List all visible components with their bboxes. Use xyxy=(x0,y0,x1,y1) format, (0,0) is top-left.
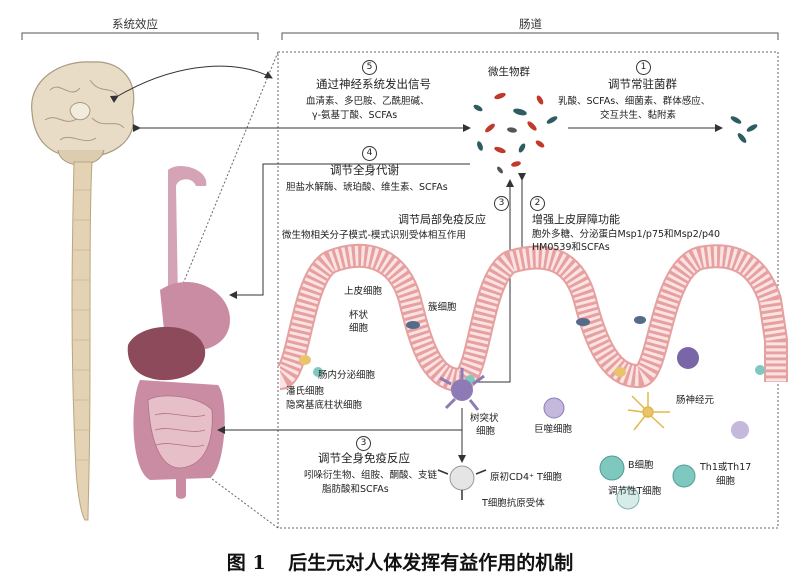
microbiota-label: 微生物群 xyxy=(488,66,530,78)
metabolism-line1: 胆盐水解酶、琥珀酸、维生素、SCFAs xyxy=(286,182,448,193)
metabolism-title: 调节全身代谢 xyxy=(330,163,399,177)
spinal-cord xyxy=(71,161,93,521)
tcr-label: T细胞抗原受体 xyxy=(482,498,545,509)
intestinal-epithelium xyxy=(274,243,788,392)
digestive-tract xyxy=(127,165,230,499)
enteric-neuron xyxy=(627,392,670,431)
barrier-line1: 胞外多糖、分泌蛋白Msp1/p75和Msp2/p40 xyxy=(532,229,721,240)
badge-3-local: 3 xyxy=(494,196,509,211)
barrier-title: 增强上皮屏障功能 xyxy=(532,213,620,226)
barrier-line2: HM0539和SCFAs xyxy=(532,242,610,253)
naive-t-cell xyxy=(437,465,487,500)
macrophage xyxy=(543,397,565,419)
gut-header: 肠道 xyxy=(519,17,542,31)
badge-5: 5 xyxy=(362,60,377,75)
badge-4: 4 xyxy=(362,146,377,161)
resident-flora-line1: 乳酸、SCFAs、细菌素、群体感应、 xyxy=(558,96,711,107)
dendritic-cell xyxy=(439,368,485,411)
dendritic-cell-label-2: 细胞 xyxy=(476,426,496,437)
badge-3-systemic: 3 xyxy=(356,436,371,451)
local-immunity-line1: 微生物相关分子模式-模式识别受体相互作用 xyxy=(282,230,466,241)
brackets xyxy=(21,32,779,40)
enteroendocrine-label: 肠内分泌细胞 xyxy=(318,370,376,381)
th-cell-label-1: Th1或Th17 xyxy=(700,462,752,473)
treg-label: 调节性T细胞 xyxy=(608,486,662,497)
systemic-effect-header: 系统效应 xyxy=(112,17,158,31)
figure-title: 后生元对人体发挥有益作用的机制 xyxy=(288,552,574,574)
epithelial-cell-label: 上皮细胞 xyxy=(344,286,383,297)
crypt-base-label: 隐窝基底柱状细胞 xyxy=(286,400,363,411)
microbiota-cluster xyxy=(473,92,558,174)
th-cell xyxy=(672,464,696,488)
figure-label: 图 1 xyxy=(226,552,266,574)
brain-illustration xyxy=(31,61,135,166)
neural-signal-line2: γ-氨基丁酸、SCFAs xyxy=(312,110,398,121)
th-cell-label-2: 细胞 xyxy=(716,476,736,487)
goblet-cell-label-1: 杯状 xyxy=(349,310,369,321)
systemic-immunity-title: 调节全身免疫反应 xyxy=(318,451,410,465)
mechanism-illustration xyxy=(31,51,788,529)
systemic-immunity-line1: 吲哚衍生物、组胺、酮酸、支链 xyxy=(304,470,438,481)
badge-1: 1 xyxy=(636,60,651,75)
paneth-cell-label: 潘氏细胞 xyxy=(286,386,325,397)
goblet-cell-label-2: 细胞 xyxy=(349,323,369,334)
resident-flora-title: 调节常驻菌群 xyxy=(608,77,677,91)
resident-flora-line2: 交互共生、黏附素 xyxy=(600,110,677,121)
naive-t-label: 原初CD4⁺ T细胞 xyxy=(490,472,562,483)
b-cell xyxy=(599,455,625,481)
dendritic-cell-label-1: 树突状 xyxy=(470,413,499,424)
tuft-cell-label: 簇细胞 xyxy=(428,302,457,313)
systemic-immunity-line2: 脂肪酸和SCFAs xyxy=(322,484,389,495)
b-cell-label: B细胞 xyxy=(628,460,654,471)
enteric-neuron-label: 肠神经元 xyxy=(676,395,715,406)
macrophage-label: 巨噬细胞 xyxy=(534,424,573,435)
resident-flora xyxy=(730,116,758,143)
neural-signal-line1: 血清素、多巴胺、乙酰胆碱、 xyxy=(306,96,430,107)
neural-signal-title: 通过神经系统发出信号 xyxy=(316,77,431,91)
local-immunity-title: 调节局部免疫反应 xyxy=(398,213,486,226)
badge-2: 2 xyxy=(530,196,545,211)
treg-cell xyxy=(616,486,640,510)
figure-caption: 图 1 后生元对人体发挥有益作用的机制 xyxy=(0,548,800,575)
